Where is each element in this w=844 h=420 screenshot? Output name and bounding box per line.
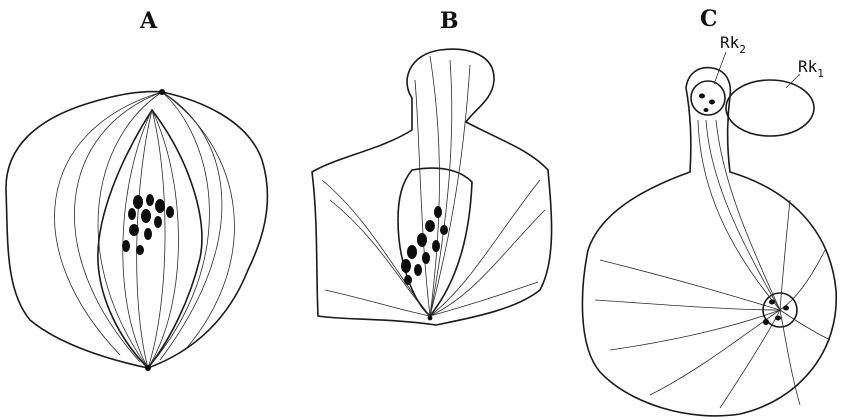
- panel-c-cell: [582, 68, 836, 416]
- panel-label-a: A: [139, 8, 158, 34]
- panel-b-cell-outline: [312, 49, 552, 325]
- panel-a-chromosomes: [122, 194, 174, 255]
- callout-rk1-base: Rk: [798, 57, 818, 76]
- panel-a-cell: [6, 89, 267, 371]
- panel-label-c: C: [700, 6, 718, 32]
- svg-text:Rk2: Rk2: [720, 33, 746, 56]
- panel-b-chromosomes: [401, 206, 448, 285]
- panel-c-rk1-ellipse: [726, 80, 814, 136]
- callout-rk2: Rk2: [714, 33, 746, 84]
- panel-label-b: B: [440, 8, 459, 34]
- panel-c-cell-outline: [582, 68, 836, 416]
- svg-text:Rk1: Rk1: [798, 57, 824, 80]
- callout-rk1-sub: 1: [817, 67, 824, 80]
- callout-rk2-base: Rk: [720, 33, 740, 52]
- callout-rk2-sub: 2: [739, 43, 746, 56]
- panel-b-cell: [312, 49, 552, 325]
